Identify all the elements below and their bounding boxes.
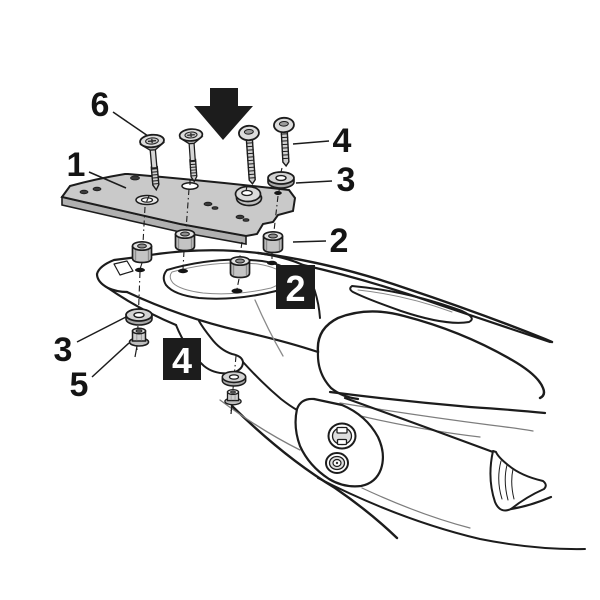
flange-nut-left: [128, 327, 150, 347]
rack-grab-rail: [256, 251, 554, 344]
washer-front: [221, 370, 247, 387]
step-badge-4-label: 4: [172, 340, 192, 381]
washer-left: [125, 308, 153, 326]
down-arrow-icon: [194, 88, 253, 140]
rack-bag-hook: [489, 450, 547, 512]
plate-tab-hole: [274, 191, 282, 195]
rack-mounting-holes: [135, 260, 277, 294]
rack-grab-rail-opening: [349, 285, 473, 324]
countersunk-screw-2: [178, 127, 207, 184]
button-screw-1: [237, 124, 264, 186]
plate-slots: [79, 175, 250, 222]
spacer-4: [262, 230, 284, 254]
washer-upper: [267, 171, 295, 189]
bracket-bolt-lower-icon: [325, 452, 349, 474]
callout-1: 1: [67, 146, 86, 184]
flange-nut-front: [224, 388, 242, 406]
bracket-bolt-upper-icon: [327, 422, 357, 450]
plate-boss: [234, 185, 263, 207]
spacer-2: [174, 228, 196, 252]
rack-seat-hump: [316, 310, 546, 400]
step-badge-2: 2: [276, 265, 315, 309]
luggage-rack: [95, 249, 586, 551]
callout-6: 6: [91, 86, 110, 124]
callout-3-lower: 3: [54, 331, 73, 369]
callout-2: 2: [330, 222, 349, 260]
spacer-3: [229, 255, 251, 279]
button-screw-2: [272, 116, 297, 168]
mounting-plate: [60, 173, 297, 245]
callout-leader-lines: [76, 111, 333, 378]
rack-left-arm-tip: [95, 255, 140, 294]
step-badge-2-label: 2: [285, 268, 305, 309]
stud-tips: [134, 345, 233, 415]
callout-5: 5: [70, 366, 89, 404]
callout-3-upper: 3: [337, 161, 356, 199]
assembly-axis-lines: [136, 167, 283, 412]
step-badge-4: 4: [163, 338, 201, 381]
callout-4: 4: [333, 122, 352, 160]
spacer-1: [131, 240, 153, 264]
